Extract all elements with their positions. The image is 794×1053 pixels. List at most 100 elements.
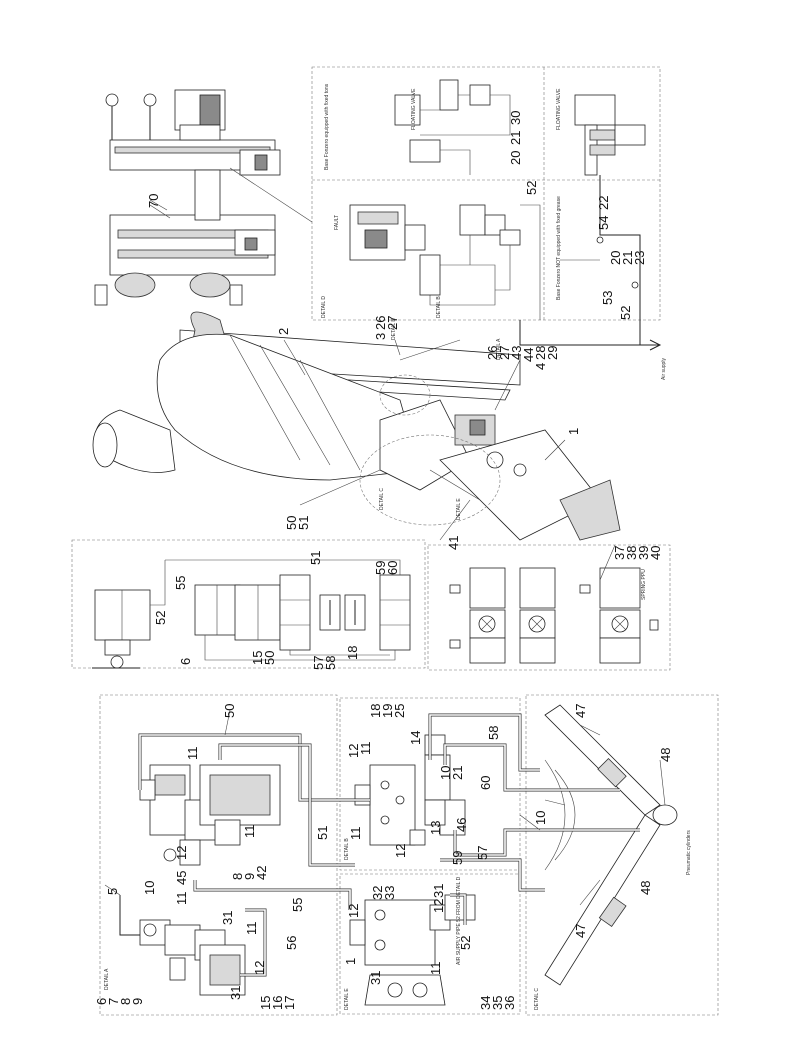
- callout-18b: 18: [368, 704, 383, 718]
- callout-12e: 12: [346, 904, 361, 918]
- callout-51c: 51: [315, 826, 330, 840]
- callout-8b: 8: [118, 998, 133, 1005]
- callout-11e: 11: [358, 742, 373, 756]
- callout-52c: 52: [153, 611, 168, 625]
- callout-27: 27: [385, 316, 400, 330]
- callout-22: 22: [596, 196, 611, 210]
- callout-44: 44: [521, 348, 536, 362]
- callout-46: 46: [454, 818, 469, 832]
- callout-13: 13: [428, 821, 443, 835]
- cylinders-note: Pneumatic cylinders: [686, 830, 692, 875]
- callout-3: 3: [373, 333, 388, 340]
- callout-7: 7: [106, 998, 121, 1005]
- callout-45: 45: [174, 871, 189, 885]
- callout-9b: 9: [130, 998, 145, 1005]
- callout-21: 21: [508, 131, 523, 145]
- callout-54: 54: [596, 216, 611, 230]
- detail-c-label: DETAIL C: [534, 988, 540, 1010]
- callout-38: 38: [624, 546, 639, 560]
- callout-40: 40: [648, 546, 663, 560]
- callout-10b: 10: [438, 766, 453, 780]
- callout-6b: 6: [94, 998, 109, 1005]
- callout-16: 16: [270, 996, 285, 1010]
- callout-10: 10: [142, 881, 157, 895]
- detail-c-frame: [525, 694, 719, 1016]
- callout-31: 31: [220, 911, 235, 925]
- callout-11f: 11: [348, 827, 363, 841]
- detail-a: [119, 764, 281, 996]
- callout-23: 23: [632, 251, 647, 265]
- annotations: DETAIL D DETAIL B Base Fonzero equipped …: [104, 83, 692, 1010]
- callout-26b: 26: [485, 346, 500, 360]
- callout-34: 34: [478, 996, 493, 1010]
- callout-31d: 31: [368, 971, 383, 985]
- main-machine-isometric: [92, 311, 621, 541]
- callout-12d: 12: [393, 844, 408, 858]
- callout-47b: 47: [573, 924, 588, 938]
- detail-d-label: DETAIL D: [321, 296, 327, 318]
- callout-56: 56: [284, 936, 299, 950]
- callout-35: 35: [490, 996, 505, 1010]
- callout-29: 29: [545, 346, 560, 360]
- callout-20: 20: [508, 151, 523, 165]
- detail-b-mid-label: DETAIL B: [391, 318, 397, 340]
- callout-8: 8: [230, 873, 245, 880]
- callout-36: 36: [502, 996, 517, 1010]
- callout-52b: 52: [618, 306, 633, 320]
- callout-9: 9: [242, 873, 257, 880]
- callout-60b: 60: [478, 776, 493, 790]
- callout-37: 37: [612, 546, 627, 560]
- callout-12f: 12: [431, 899, 446, 913]
- callout-33: 33: [382, 886, 397, 900]
- callout-58: 58: [323, 656, 338, 670]
- callout-6: 6: [178, 658, 193, 665]
- callout-39: 39: [636, 546, 651, 560]
- callout-51: 51: [296, 516, 311, 530]
- callout-2: 2: [276, 328, 291, 335]
- leader-lines: [104, 199, 666, 906]
- callout-28: 28: [533, 346, 548, 360]
- callout-11g: 11: [428, 962, 443, 976]
- callout-42: 42: [254, 866, 269, 880]
- callout-14: 14: [408, 731, 423, 745]
- callout-10c: 10: [533, 811, 548, 825]
- callout-55: 55: [173, 576, 188, 590]
- callout-11d: 11: [244, 922, 259, 936]
- callout-48: 48: [658, 748, 673, 762]
- callout-31b: 31: [228, 986, 243, 1000]
- floating-valve-note: FLOATING VALVE: [411, 88, 417, 130]
- callout-43: 43: [509, 346, 524, 360]
- detail-a-label: DETAIL A: [104, 968, 110, 990]
- detail-e-panel-frame: [427, 544, 671, 671]
- pneumatic-schematic: [92, 559, 411, 669]
- callout-52d: 52: [458, 936, 473, 950]
- callout-47: 47: [573, 704, 588, 718]
- callout-19: 19: [380, 704, 395, 718]
- callout-55b: 55: [290, 898, 305, 912]
- callout-1b: 1: [343, 958, 358, 965]
- detail-c-mid-label: DETAIL C: [379, 488, 385, 510]
- callout-51b: 51: [308, 551, 323, 565]
- callout-48b: 48: [638, 881, 653, 895]
- callout-59: 59: [373, 561, 388, 575]
- callout-58b: 58: [486, 726, 501, 740]
- supply-note: AIR SUPPLY PIPE 52 FROM DETAIL D: [456, 876, 462, 965]
- callout-1: 1: [566, 428, 581, 435]
- rail-assembly-top: [94, 89, 313, 306]
- callout-12c: 12: [346, 744, 361, 758]
- detail-d-schematic: [349, 79, 662, 351]
- detail-e-lower: [349, 894, 476, 1006]
- callout-32: 32: [370, 886, 385, 900]
- floating-valve-note-2: FLOATING VALVE: [556, 88, 562, 130]
- callout-5: 5: [105, 888, 120, 895]
- detail-b-upper-label: DETAIL B: [436, 296, 442, 318]
- spring-note: SPRING PPU: [641, 569, 647, 600]
- callout-20b: 20: [608, 251, 623, 265]
- callout-31c: 31: [431, 884, 446, 898]
- callout-17: 17: [282, 996, 297, 1010]
- detail-b-frame: [339, 697, 521, 871]
- callout-21c: 21: [450, 766, 465, 780]
- callout-30: 30: [508, 111, 523, 125]
- callout-50b: 50: [262, 651, 277, 665]
